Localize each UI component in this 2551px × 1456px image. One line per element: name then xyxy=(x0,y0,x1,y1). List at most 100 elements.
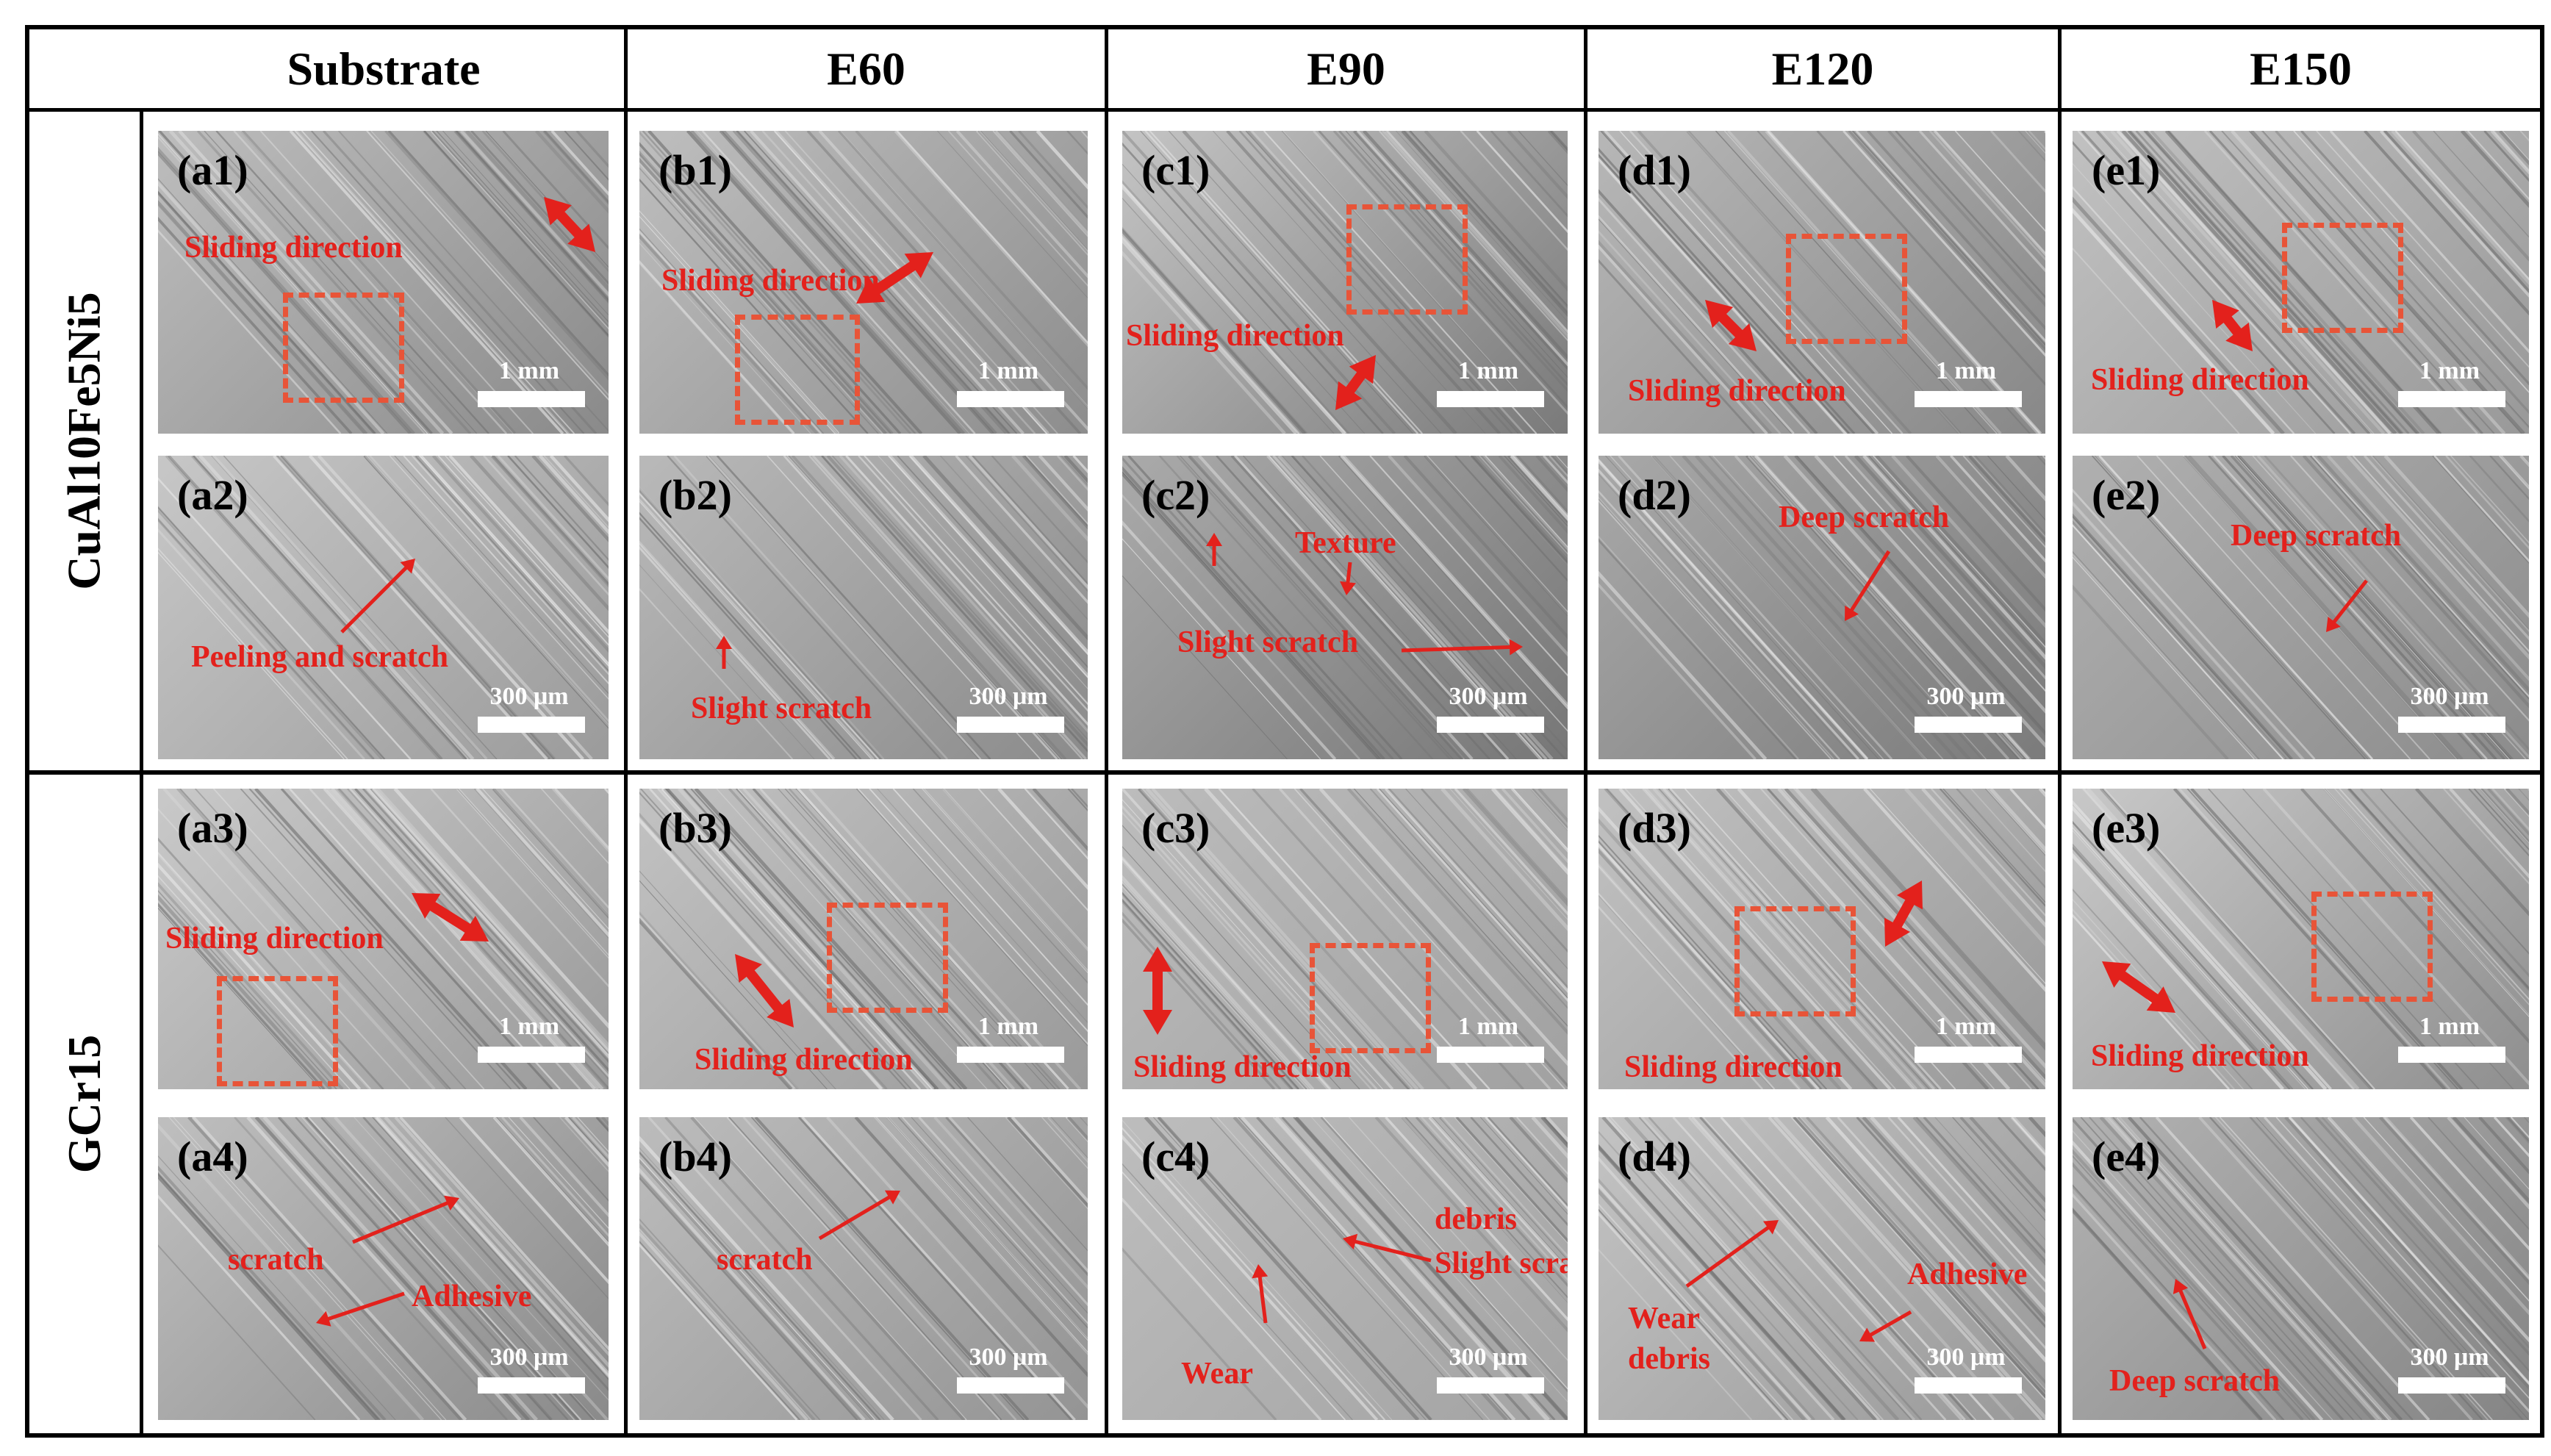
header-e120: E120 xyxy=(1771,42,1874,95)
pointer-arrow xyxy=(2173,1279,2207,1349)
panel-label: (c4) xyxy=(1141,1133,1210,1180)
scale-bar-label: 1 mm xyxy=(498,357,560,384)
scale-bar xyxy=(1915,1047,2022,1063)
annotation-text: scratch xyxy=(717,1243,813,1277)
panel-label: (a4) xyxy=(177,1133,248,1180)
scale-bar xyxy=(1437,1377,1544,1394)
panel-label: (d1) xyxy=(1618,146,1691,194)
panel-label: (c2) xyxy=(1141,471,1210,519)
magnified-region-box xyxy=(217,976,338,1086)
scale-bar xyxy=(957,717,1064,733)
annotation-text: Adhesive xyxy=(1907,1258,2028,1291)
scale-bar-label: 1 mm xyxy=(977,357,1039,384)
panel-label: (b4) xyxy=(659,1133,732,1180)
panel-label: (e1) xyxy=(2092,146,2161,194)
scale-bar-label: 1 mm xyxy=(498,1013,560,1040)
pointer-arrow xyxy=(716,636,732,669)
header-substrate: Substrate xyxy=(287,42,481,95)
panel-label: (e2) xyxy=(2092,471,2161,519)
pointer-arrow xyxy=(1859,1310,1912,1342)
scale-bar xyxy=(2398,1377,2505,1394)
pointer-arrow xyxy=(1252,1264,1269,1324)
sliding-direction-arrow xyxy=(1143,947,1172,1035)
scale-bar-label: 300 μm xyxy=(489,1344,569,1371)
scale-bar xyxy=(1915,391,2022,407)
annotation-text: Sliding direction xyxy=(165,922,384,955)
annotation-text: Slight scratch xyxy=(1177,625,1359,659)
annotation-text: Sliding direction xyxy=(2091,363,2309,397)
scale-bar xyxy=(957,1377,1064,1394)
sliding-direction-arrow xyxy=(2212,300,2253,351)
pointer-arrow xyxy=(316,1291,405,1327)
frame-left xyxy=(25,25,29,1438)
panel-label: (b1) xyxy=(659,146,732,194)
panel-label: (c3) xyxy=(1141,804,1210,852)
annotation-text: Sliding direction xyxy=(1624,1050,1843,1084)
scale-bar xyxy=(2398,391,2505,407)
scale-bar xyxy=(1437,717,1544,733)
panel-label: (a1) xyxy=(177,146,248,194)
scale-bar xyxy=(478,391,585,407)
sliding-direction-arrow xyxy=(2102,961,2175,1013)
annotation-text: Sliding direction xyxy=(184,231,403,265)
panel-label: (a3) xyxy=(177,804,248,852)
col-divider-2 xyxy=(1105,25,1108,1438)
row-label-text: CuAl10Fe5Ni5 xyxy=(58,292,110,590)
panel-label: (d4) xyxy=(1618,1133,1691,1180)
sem-panel-b1: (b1) Sliding direction 1 mm xyxy=(639,131,1088,434)
panel-label: (d2) xyxy=(1618,471,1691,519)
annotation-text: Sliding direction xyxy=(1126,319,1344,353)
annotation-text: Wear xyxy=(1181,1357,1253,1391)
sem-panel-a3: (a3) Sliding direction 1 mm xyxy=(158,789,609,1089)
pointer-arrow xyxy=(1340,562,1356,595)
header-e90: E90 xyxy=(1307,42,1385,95)
scale-bar xyxy=(478,1047,585,1063)
annotation-text: Sliding direction xyxy=(695,1043,913,1077)
pointer-arrow xyxy=(1206,533,1222,566)
scale-bar xyxy=(957,391,1064,407)
scale-bar xyxy=(1915,717,2022,733)
annotation-text: Slight scratch xyxy=(1435,1247,1568,1280)
annotation-text: Sliding direction xyxy=(661,264,880,298)
scale-bar-label: 300 μm xyxy=(2410,1344,2489,1371)
panel-label: (e3) xyxy=(2092,804,2161,852)
scale-bar xyxy=(957,1047,1064,1063)
row-label-gcr15: GCr15 xyxy=(29,775,140,1433)
panel-label: (d3) xyxy=(1618,804,1691,852)
pointer-arrow xyxy=(340,559,415,634)
scale-bar-label: 300 μm xyxy=(1449,683,1528,710)
annotation-text: Sliding direction xyxy=(1133,1050,1352,1084)
header-e150: E150 xyxy=(2250,42,2352,95)
pointer-arrow xyxy=(1343,1233,1432,1263)
annotation-text: Deep scratch xyxy=(2231,519,2402,553)
panel-label: (c1) xyxy=(1141,146,1210,194)
magnified-region-box xyxy=(2311,892,2433,1002)
rowlabel-divider xyxy=(140,108,143,1438)
annotation-text: debris xyxy=(1628,1342,1711,1376)
pointer-arrow xyxy=(818,1190,900,1241)
col-divider-3 xyxy=(1584,25,1587,1438)
scale-bar xyxy=(2398,717,2505,733)
annotation-text: scratch xyxy=(228,1243,324,1277)
panel-label: (b2) xyxy=(659,471,732,519)
scale-bar-label: 300 μm xyxy=(1926,1344,2006,1371)
magnified-region-box xyxy=(1310,943,1431,1053)
annotation-text: Wear xyxy=(1628,1302,1700,1335)
sem-panel-d4: (d4) Wear debris Adhesive 300 μm xyxy=(1599,1117,2045,1420)
scale-bar-label: 1 mm xyxy=(1935,357,1997,384)
annotation-text: debris xyxy=(1435,1202,1518,1236)
panel-label: (a2) xyxy=(177,471,248,519)
col-divider-1 xyxy=(624,25,628,1438)
annotation-text: Texture xyxy=(1295,526,1396,560)
